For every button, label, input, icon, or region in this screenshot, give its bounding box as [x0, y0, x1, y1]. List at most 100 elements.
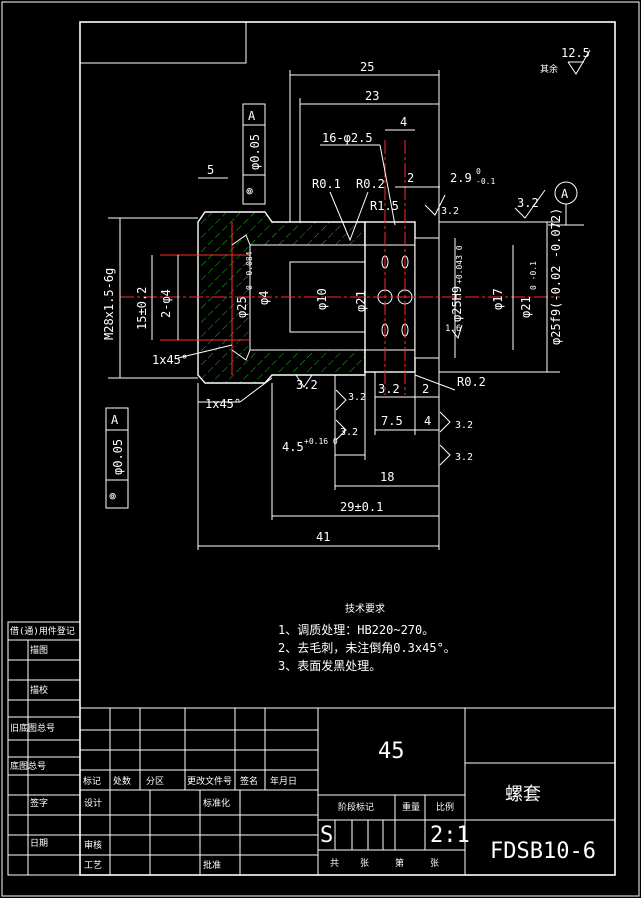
tol-bottom-symbol: ⊚	[109, 489, 116, 503]
dim-phi25-tol: 0 -0.084	[245, 251, 254, 290]
tb-standard: 标准化	[203, 797, 230, 809]
tb-check: 审核	[84, 839, 102, 851]
dim-r0-2-b: R0.2	[457, 375, 486, 389]
dim-5: 5	[207, 163, 214, 177]
side-row-6: 签字	[30, 797, 48, 809]
tol-top-datum: A	[248, 109, 256, 123]
tb-sheet-a: 张	[360, 858, 369, 869]
drawing-number: FDSB10-6	[490, 839, 596, 864]
dim-phi21b-tol: 0 -0.1	[529, 261, 538, 290]
tb-date: 年月日	[270, 775, 297, 787]
drawing-frame	[79, 21, 616, 876]
general-roughness: 12.5 其余	[540, 46, 591, 75]
roughness-1: 3.2	[441, 206, 459, 217]
datum-label: A	[561, 187, 569, 201]
roughness-7: 3.2	[455, 420, 473, 431]
tb-process: 工艺	[84, 860, 102, 871]
datum-a: A	[548, 181, 584, 226]
side-row-7: 日期	[30, 838, 48, 849]
dim-phi17: φ17	[491, 288, 505, 310]
notes-heading: 技术要求	[345, 602, 385, 615]
tb-zone: 分区	[146, 776, 164, 787]
note-1: 1、调质处理：HB220~270。	[278, 623, 434, 637]
roughness-5: 3.2	[340, 427, 358, 438]
tolerance-frame-top: A φ0.05 ⊚	[242, 103, 266, 205]
tol-top-value: φ0.05	[248, 134, 262, 170]
dim-4: 4	[400, 115, 407, 129]
note-2: 2、去毛刺，未注倒角0.3x45°。	[278, 640, 456, 655]
dim-2-b: 2	[422, 382, 429, 396]
note-3: 3、表面发黑处理。	[278, 658, 381, 673]
tol-bottom-datum: A	[111, 413, 119, 427]
dim-2-9: 2.9	[450, 171, 472, 185]
tb-design: 设计	[84, 797, 102, 809]
dim-phi21: φ21	[354, 290, 368, 312]
dim-r1-5: R1.5	[370, 199, 399, 213]
dim-2-9-low: -0.1	[476, 177, 495, 186]
dim-phi21b: φ21	[519, 296, 533, 318]
dim-3-2: 3.2	[378, 382, 400, 396]
dim-chamfer-2: 1x45°	[205, 397, 241, 411]
dim-2-9-up: 0	[476, 167, 481, 176]
top-left-box	[79, 21, 247, 64]
dimension-texts: 25 23 4 16-φ2.5 2 2.9 0 -0.1 5 R0.1 R0.2…	[102, 60, 563, 544]
roughness-symbols: 3.2 3.2 3.2 3.2 3.2 3.2 3.2 1.6	[295, 189, 546, 466]
dim-4-b: 4	[424, 414, 431, 428]
side-row-5: 底图总号	[10, 760, 46, 772]
tb-sheet-b: 张	[430, 858, 439, 869]
tb-stage: 阶段标记	[338, 801, 374, 813]
roughness-2: 3.2	[517, 196, 539, 210]
side-table: 借(通)用件登记 描图 描校 旧底图总号 底图总号 签字 日期	[7, 621, 81, 876]
dim-r0-2-a: R0.2	[356, 177, 385, 191]
dim-18: 18	[380, 470, 394, 484]
dim-2: 2	[407, 171, 414, 185]
dim-thread: M28x1.5-6g	[102, 268, 116, 340]
roughness-general-value: 12.5	[561, 46, 590, 60]
dim-15: 15±0.2	[135, 287, 149, 330]
material: 45	[378, 739, 405, 764]
dim-4-5: 4.5	[282, 440, 304, 454]
tb-approve: 批准	[203, 859, 221, 871]
dim-phi25f9: φ25f9(-0.02 -0.072)	[549, 208, 563, 345]
dim-7-5: 7.5	[381, 414, 403, 428]
dim-r0-1: R0.1	[312, 177, 341, 191]
tb-weight: 重量	[402, 801, 420, 813]
roughness-4: 3.2	[348, 392, 366, 403]
tol-top-symbol: ⊚	[246, 184, 253, 198]
tb-sheet-total: 共	[330, 858, 339, 869]
mass-mark: S	[320, 823, 333, 848]
dim-phi25h9-tol: +0.043 0	[455, 245, 464, 284]
side-row-4: 旧底图总号	[10, 722, 55, 734]
dim-chamfer-1: 1x45°	[152, 353, 188, 367]
title-block: 标记 处数 分区 更改文件号 签名 年月日 设计 标准化 审核 工艺 批准 阶段…	[79, 707, 616, 876]
tb-count: 处数	[113, 775, 131, 787]
tb-sheet-no: 第	[395, 857, 404, 869]
scale: 2:1	[430, 823, 470, 848]
roughness-3: 3.2	[296, 378, 318, 392]
technical-notes: 技术要求 1、调质处理：HB220~270。 2、去毛刺，未注倒角0.3x45°…	[278, 602, 456, 673]
dim-phi25h9: φ25H9	[450, 286, 464, 322]
dim-23: 23	[365, 89, 379, 103]
roughness-6: 3.2	[455, 452, 473, 463]
roughness-8: 1.6	[445, 324, 461, 334]
side-row-2: 描图	[30, 644, 48, 656]
tb-mark: 标记	[83, 775, 101, 787]
part-section	[120, 140, 560, 395]
dim-phi4: φ4	[257, 291, 271, 305]
side-row-1: 借(通)用件登记	[10, 625, 75, 637]
tb-scale-label: 比例	[436, 801, 454, 813]
dim-25: 25	[360, 60, 374, 74]
tb-sign: 签名	[240, 775, 258, 787]
dim-16-holes: 16-φ2.5	[322, 131, 373, 145]
dim-phi25: φ25	[235, 296, 249, 318]
part-name: 螺套	[505, 784, 541, 805]
tol-bottom-value: φ0.05	[111, 439, 125, 475]
dimension-lines	[108, 70, 560, 550]
roughness-general-note: 其余	[540, 63, 558, 75]
dim-4-5-tol: +0.16 0	[304, 437, 338, 446]
dim-29: 29±0.1	[340, 500, 383, 514]
tb-change-doc: 更改文件号	[187, 775, 232, 787]
side-row-3: 描校	[30, 684, 48, 696]
